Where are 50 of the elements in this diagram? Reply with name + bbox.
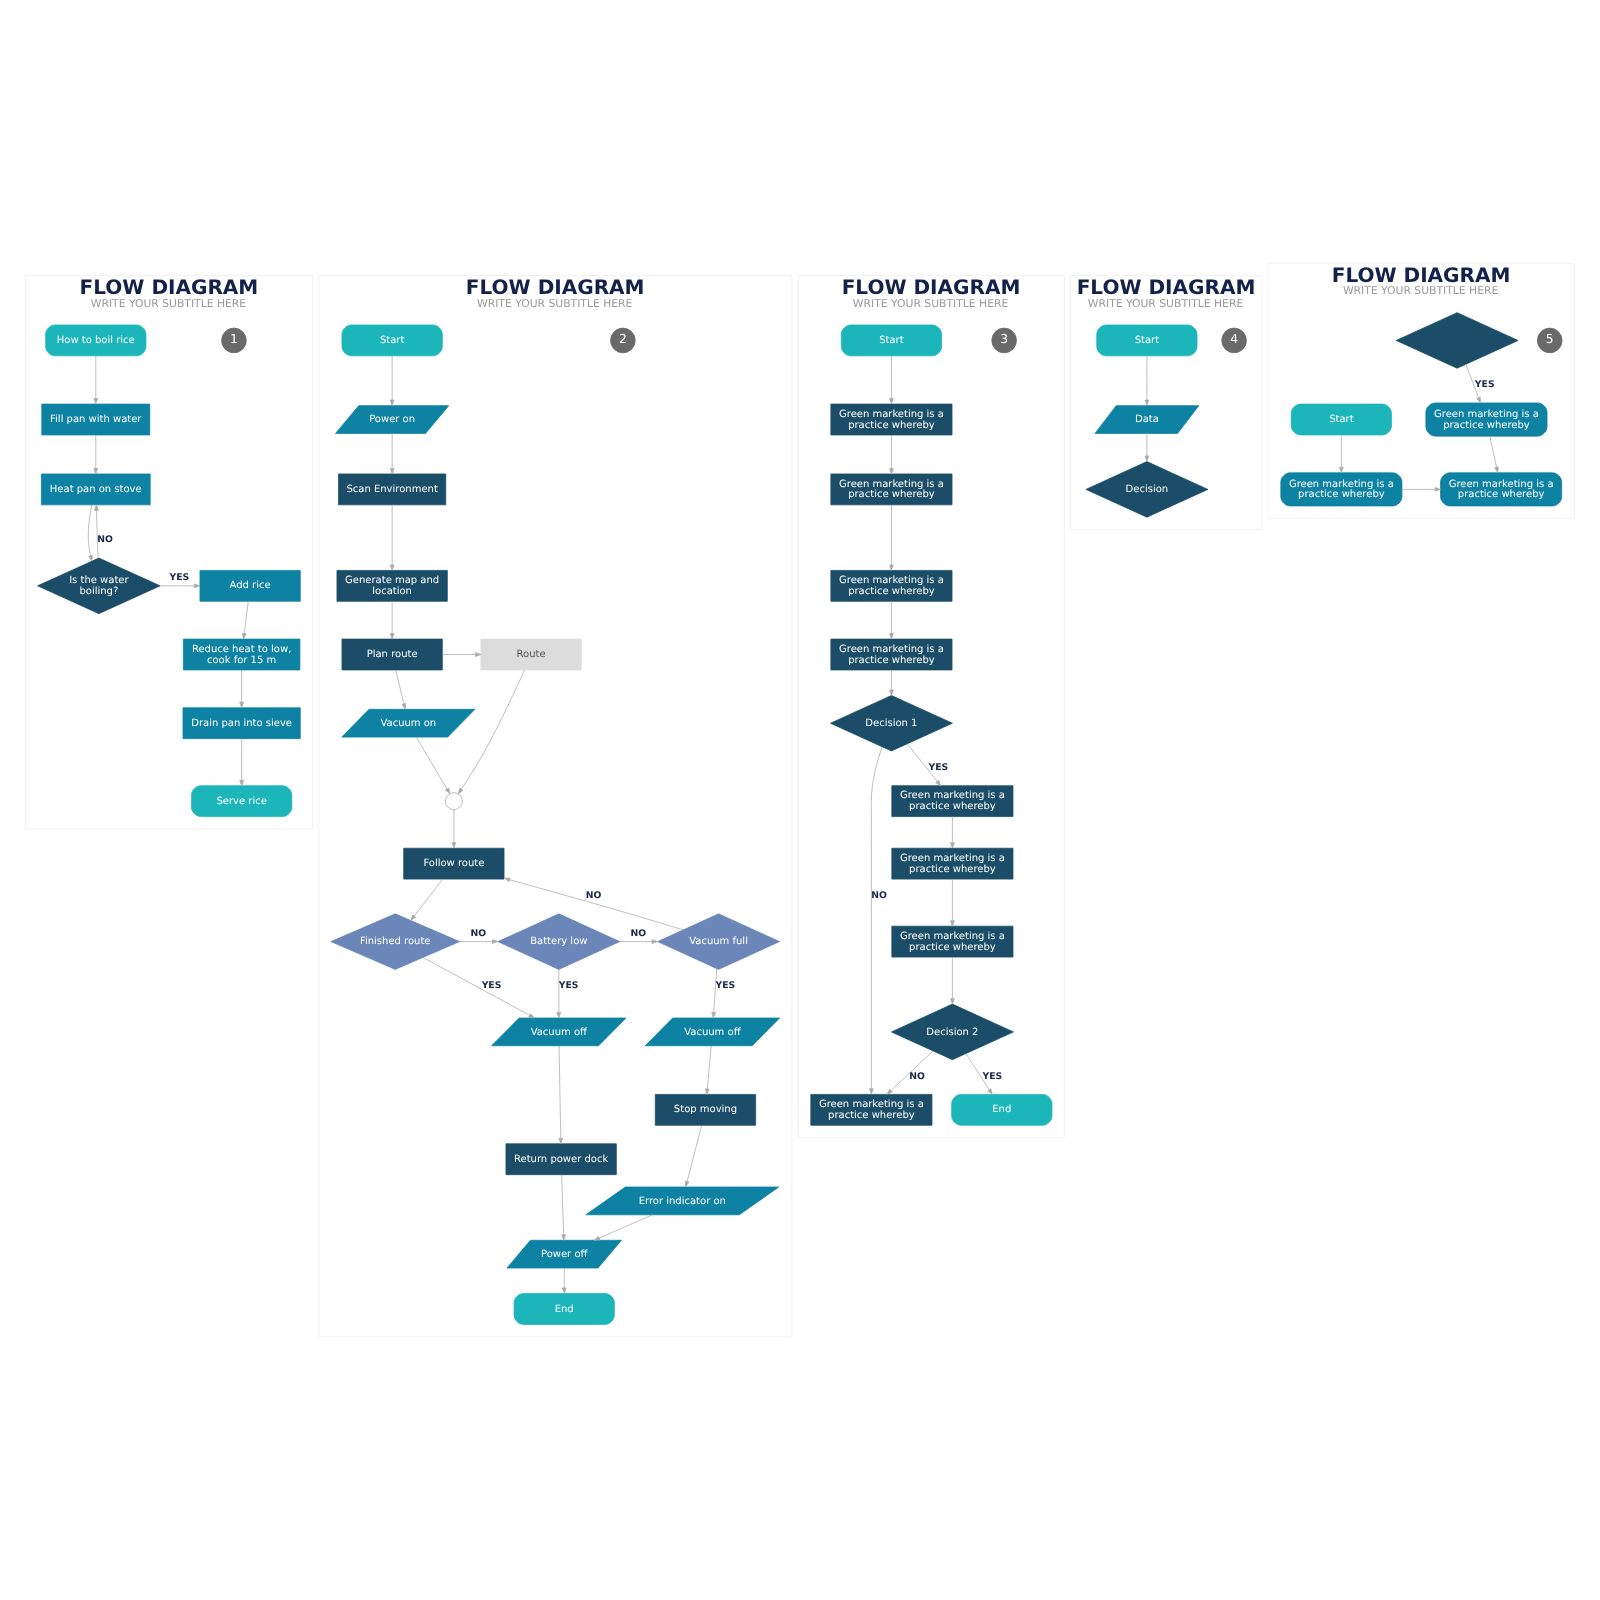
arrow: [705, 1045, 712, 1095]
arrow: [619, 939, 658, 944]
arrow: [906, 743, 942, 787]
arrow: [159, 583, 201, 589]
node-diamond: [1395, 312, 1519, 369]
arrow: [950, 956, 955, 1005]
arrow: [239, 738, 244, 787]
arrow: [415, 736, 451, 794]
arrow: [889, 504, 894, 571]
arrow: [87, 504, 93, 562]
arrow: [1339, 434, 1344, 473]
arrow: [889, 669, 894, 696]
node-circle: [445, 792, 463, 811]
arrow: [711, 968, 718, 1019]
arrow: [504, 877, 684, 931]
arrow: [441, 652, 482, 657]
arrow: [965, 1053, 993, 1095]
arrow: [1465, 363, 1481, 404]
arrow: [889, 434, 894, 475]
arrow: [389, 601, 395, 640]
arrow: [410, 878, 443, 921]
arrow: [94, 504, 99, 559]
arrow: [556, 969, 562, 1019]
arrow: [561, 1267, 567, 1294]
arrow: [889, 601, 894, 640]
arrow: [1401, 487, 1441, 492]
arrow: [389, 504, 395, 571]
arrow: [395, 669, 407, 710]
arrow: [389, 355, 395, 406]
arrow: [1144, 433, 1150, 462]
arrow: [950, 878, 955, 927]
arrow: [93, 434, 99, 475]
arrow: [869, 746, 883, 1095]
arrow: [239, 669, 244, 708]
arrow: [593, 1214, 653, 1241]
arrow: [389, 433, 395, 475]
arrow: [459, 939, 499, 944]
arrow: [558, 1045, 564, 1145]
arrow: [241, 601, 249, 640]
arrow: [1144, 355, 1150, 406]
arrow: [422, 957, 535, 1019]
arrow: [889, 355, 894, 405]
arrow: [1489, 435, 1499, 473]
arrow: [886, 1050, 934, 1095]
arrow: [451, 809, 457, 849]
arrow: [93, 355, 99, 405]
arrow: [684, 1125, 703, 1188]
arrow: [457, 669, 525, 795]
arrow: [561, 1174, 566, 1241]
arrow: [950, 816, 955, 849]
